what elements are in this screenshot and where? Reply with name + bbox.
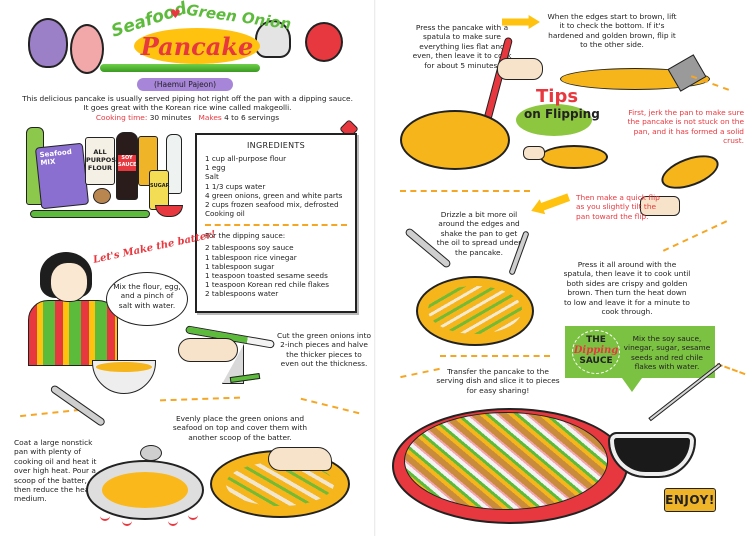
flame-icon <box>100 515 110 521</box>
ingredient-item: 4 green onions, green and white parts <box>205 190 343 200</box>
ingredients-title: INGREDIENTS <box>247 141 305 150</box>
dipping-sauce-instruction: Mix the soy sauce, vinegar, sugar, sesam… <box>623 334 711 372</box>
vinegar-bottle-illustration <box>166 134 182 194</box>
tip-first-text: First, jerk the pan to make sure the pan… <box>627 108 744 146</box>
cut-instruction: Cut the green onions into 2-inch pieces … <box>276 331 372 369</box>
ingredients-list: 1 cup all-purpose flour 1 egg Salt 1 1/3… <box>205 154 347 218</box>
flame-icon <box>168 520 178 526</box>
makes-label: Makes <box>198 113 222 122</box>
title-oval-background <box>134 28 260 64</box>
cooking-info: Cooking time: 30 minutes Makes 4 to 6 se… <box>20 113 355 122</box>
soy-sauce-label: SOY SAUCE <box>118 155 136 171</box>
makes-value: 4 to 6 servings <box>224 113 280 122</box>
sugar-can-illustration: SUGAR <box>149 170 170 210</box>
dipping-item: 2 tablespoons soy sauce <box>205 243 294 253</box>
batter-in-pan-illustration <box>102 472 188 508</box>
dipping-sauce-badge: THE Dipping SAUCE <box>572 330 620 374</box>
transfer-instruction: Transfer the pancake to the serving dish… <box>436 367 560 395</box>
subtitle-badge: (Haemul Pajeon) <box>137 78 233 91</box>
tips-heading: Tips <box>536 86 579 107</box>
hand-illustration <box>268 447 332 471</box>
flour-bag-illustration: ALL PURPOSE FLOUR <box>85 137 120 185</box>
arrow-down-icon <box>622 378 642 392</box>
page-gutter <box>374 0 376 536</box>
dipping-item: 1 tablespoon rice vinegar <box>205 252 297 262</box>
drizzle-instruction: Drizzle a bit more oil around the edges … <box>436 210 522 257</box>
intro-paragraph: This delicious pancake is usually served… <box>22 94 353 113</box>
pancake-toppings-illustration <box>428 286 522 334</box>
evenly-place-instruction: Evenly place the green onions and seafoo… <box>172 414 308 442</box>
dashed-path <box>300 397 360 415</box>
dipping-item: 1 teaspoon Korean red chile flakes <box>205 280 329 290</box>
hand-illustration <box>523 146 545 160</box>
egg-illustration <box>93 188 111 204</box>
girl-hanbok-illustration <box>28 300 118 366</box>
green-onions-illustration <box>30 210 150 218</box>
pan-handle-illustration <box>49 384 107 428</box>
cooking-time-value: 30 minutes <box>149 113 192 122</box>
girl-face-illustration <box>50 262 88 302</box>
ingredient-item: Salt <box>205 172 219 182</box>
dipping-sauce-title: For the dipping sauce: <box>205 231 286 241</box>
speech-bubble: Mix the flour, egg, and a pinch of salt … <box>106 272 188 326</box>
hand-illustration <box>640 196 680 216</box>
ingredient-item: 1 egg <box>205 163 226 173</box>
seafood-mix-bag-illustration: Seafood MIX <box>34 142 90 210</box>
badge-the: THE <box>586 335 606 345</box>
dipping-item: 1 tablespoon sugar <box>205 261 275 271</box>
dashed-path <box>400 190 530 192</box>
dipping-item: 1 teaspoon toasted sesame seeds <box>205 271 328 281</box>
page-title: Pancake <box>140 32 254 61</box>
tips-blob-background <box>516 104 592 136</box>
edges-brown-instruction: When the edges start to brown, lift it t… <box>547 12 677 50</box>
dipping-item: 2 tablespoons water <box>205 289 279 299</box>
dashed-path <box>400 367 440 379</box>
shrimp-character-illustration <box>70 24 104 74</box>
press-pancake-instruction: Press the pancake with a spatula to make… <box>412 23 512 70</box>
dashed-divider <box>205 224 347 227</box>
dashed-path <box>662 220 728 252</box>
tip-then-text: Then make a quick flip as you slightly t… <box>576 193 660 221</box>
pan-pressing-illustration <box>400 110 510 170</box>
seafood-bag-label: Seafood MIX <box>39 147 73 168</box>
badge-sauce: SAUCE <box>579 356 613 366</box>
batter-illustration <box>96 362 152 372</box>
dashed-path <box>159 396 241 402</box>
green-onion-illustration <box>100 64 260 72</box>
clam-character-illustration <box>28 18 68 68</box>
pan-flip-illustration <box>657 148 723 196</box>
ingredient-item: Cooking oil <box>205 209 245 219</box>
finished-pancake-illustration <box>404 412 608 510</box>
cooking-time-label: Cooking time: <box>95 113 148 122</box>
chili-flakes-dish-illustration <box>155 205 183 217</box>
arrow-left-icon <box>528 190 571 219</box>
ladle-illustration <box>140 445 162 461</box>
badge-dipping: Dipping <box>573 345 619 356</box>
arrow-right-icon <box>502 15 540 29</box>
hand-illustration <box>178 338 238 362</box>
flame-icon <box>122 520 132 526</box>
dashed-path <box>20 408 80 418</box>
dashed-path <box>440 355 550 357</box>
pan-jerk-illustration <box>540 145 608 169</box>
ingredients-card: INGREDIENTS 1 cup all-purpose flour 1 eg… <box>195 133 357 313</box>
enjoy-banner: ENJOY! <box>664 488 716 512</box>
ingredient-item: 2 cups frozen seafood mix, defrosted <box>205 200 339 210</box>
on-flipping-heading: on Flipping <box>524 107 600 121</box>
hand-illustration <box>497 58 543 80</box>
ingredient-item: 1 cup all-purpose flour <box>205 154 287 163</box>
heart-icon: ♥ <box>170 7 181 21</box>
coat-pan-instruction: Coat a large nonstick pan with plenty of… <box>14 438 102 504</box>
dipping-sauce-list: 2 tablespoons soy sauce 1 tablespoon ric… <box>205 243 347 298</box>
mix-instruction: Mix the flour, egg, and a pinch of salt … <box>113 282 181 310</box>
ingredient-item: 1 1/3 cups water <box>205 181 266 191</box>
crab-character-illustration <box>305 22 343 62</box>
press-all-around-instruction: Press it all around with the spatula, th… <box>563 260 691 317</box>
flame-icon <box>188 514 198 520</box>
